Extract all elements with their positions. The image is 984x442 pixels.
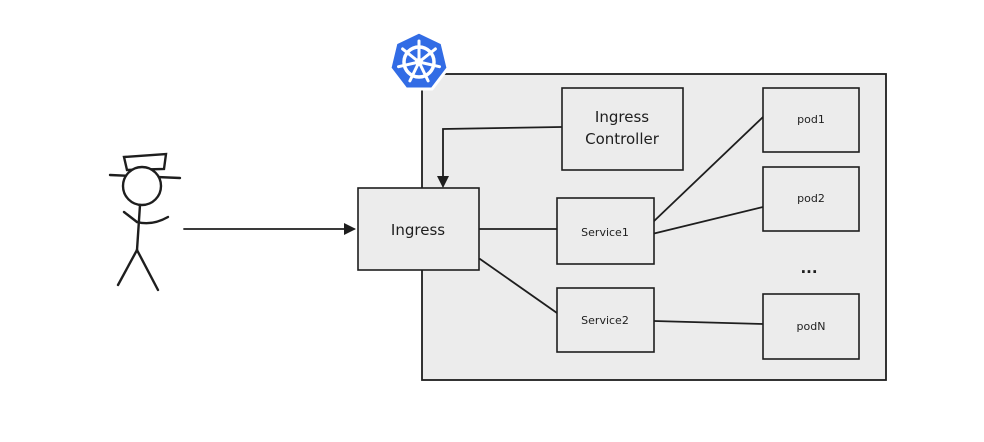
- ingress-label: Ingress: [391, 221, 445, 239]
- ingress-node: Ingress: [357, 187, 480, 271]
- service1-to-pod2-edge: [651, 206, 764, 235]
- user-stick-figure-icon: [108, 152, 182, 292]
- controller-to-ingress-arrow: [437, 126, 562, 188]
- service2-label: Service2: [581, 314, 629, 327]
- service1-label: Service1: [581, 226, 629, 239]
- pod2-label: pod2: [797, 192, 825, 205]
- service1-to-pod1-edge: [651, 116, 764, 224]
- service1-node: Service1: [556, 197, 655, 265]
- kubernetes-logo-icon: [388, 30, 450, 91]
- ingress-controller-label-line1: Ingress: [595, 108, 649, 126]
- podN-node: podN: [762, 293, 860, 360]
- podN-label: podN: [797, 320, 826, 333]
- ingress-controller-node: Ingress Controller: [561, 87, 684, 171]
- pod1-label: pod1: [797, 113, 825, 126]
- ingress-to-service2-edge: [479, 258, 558, 314]
- service2-to-podN-edge: [653, 320, 764, 325]
- more-pods-ellipsis: ...: [800, 259, 817, 277]
- ingress-controller-label-line2: Controller: [585, 130, 660, 148]
- service2-node: Service2: [556, 287, 655, 353]
- pod1-node: pod1: [762, 87, 860, 153]
- pod2-node: pod2: [762, 166, 860, 232]
